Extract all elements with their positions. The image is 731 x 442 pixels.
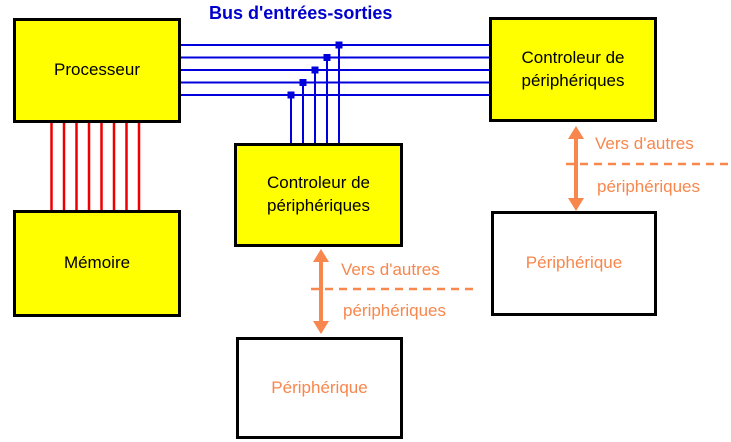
peripheral-bottom-box: Périphérique <box>236 337 403 439</box>
center-peripheral-link-arrow <box>311 249 473 334</box>
memory-bus-lines <box>50 121 141 212</box>
io-bus-lines <box>181 44 489 96</box>
junction-dot <box>311 66 319 74</box>
arrowhead-down-icon <box>568 198 584 211</box>
junction-dot <box>287 91 295 99</box>
io-bus-tap-lines <box>287 41 343 144</box>
center-link-label-line1: Vers d'autres <box>341 260 440 279</box>
io-bus-title: Bus d'entrées-sorties <box>209 3 393 23</box>
arrowhead-up-icon <box>568 126 584 139</box>
junction-dot <box>335 41 343 49</box>
peripheral-controller-center-box: Controleur de périphériques <box>234 143 403 247</box>
arrowhead-down-icon <box>313 321 329 334</box>
right-link-label-line1: Vers d'autres <box>595 134 694 153</box>
processor-box: Processeur <box>13 18 181 123</box>
peripheral-controller-center-label: Controleur de périphériques <box>266 173 370 215</box>
center-link-label-line2: périphériques <box>343 301 447 320</box>
peripheral-controller-right-label: Controleur de périphériques <box>521 47 625 90</box>
right-peripheral-link-arrow <box>566 126 731 211</box>
right-link-label-line2: périphériques <box>597 177 701 196</box>
memory-label: Mémoire <box>63 253 131 273</box>
peripheral-right-box: Périphérique <box>491 211 657 316</box>
processor-label: Processeur <box>54 60 140 80</box>
arrowhead-up-icon <box>313 249 329 262</box>
junction-dot <box>299 79 307 86</box>
peripheral-bottom-label: Périphérique <box>271 377 368 397</box>
memory-box: Mémoire <box>13 210 181 317</box>
peripheral-controller-right-box: Controleur de périphériques <box>489 17 657 122</box>
peripheral-right-label: Périphérique <box>525 253 623 273</box>
junction-dot <box>323 54 331 61</box>
